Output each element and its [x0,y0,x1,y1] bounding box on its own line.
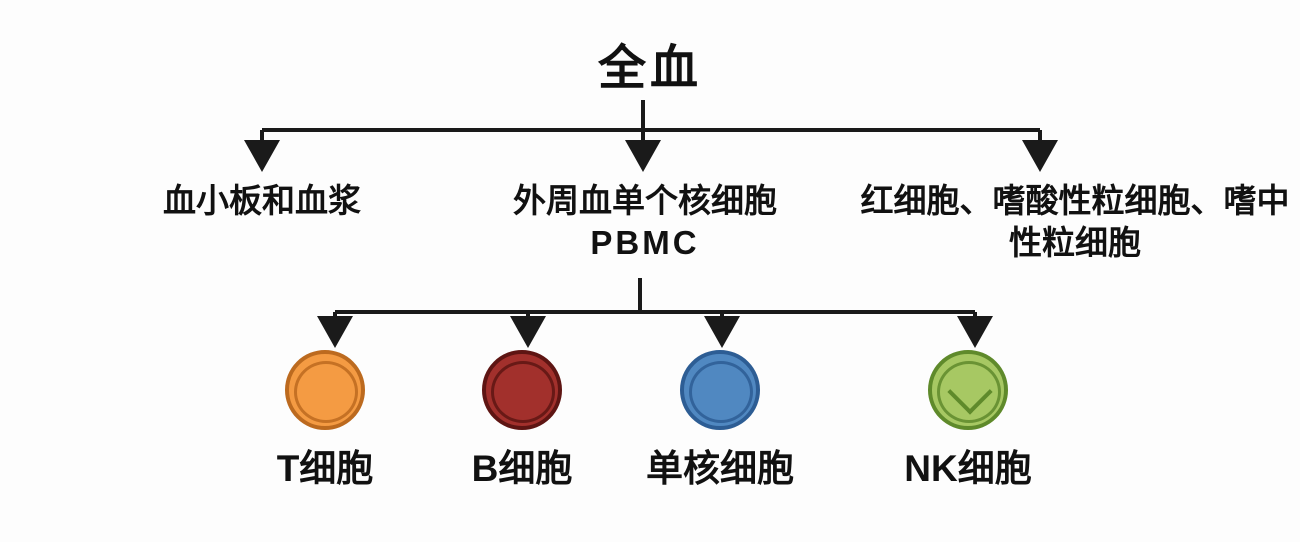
branch-pbmc-label: 外周血单个核细胞 [513,182,777,219]
nk-cell-icon [928,350,1008,430]
branch-platelets-plasma: 血小板和血浆 [163,182,361,219]
cell-node-nk: NK细胞 [868,350,1068,492]
cell-node-b: B细胞 [422,350,622,492]
b-cell-icon [482,350,562,430]
cell-label-b: B细胞 [471,448,573,489]
cell-node-monocyte: 单核细胞 [620,350,820,492]
branch-rbc-granulocytes: 红细胞、嗜酸性粒细胞、嗜中性粒细胞 [860,182,1290,262]
cell-inner-ring [689,361,753,423]
cell-label-t: T细胞 [276,448,374,489]
cell-inner-ring [937,361,1001,423]
t-cell-icon [285,350,365,430]
root-node-whole-blood: 全血 [597,42,702,95]
cell-label-monocyte: 单核细胞 [646,448,794,489]
cell-inner-ring [294,361,358,423]
branch-pbmc-sublabel: PBMC [590,224,700,262]
cell-node-t: T细胞 [225,350,425,492]
monocyte-icon [680,350,760,430]
branch-pbmc: 外周血单个核细胞 PBMC [445,180,845,264]
cell-inner-ring [491,361,555,423]
cell-label-nk: NK细胞 [904,448,1032,489]
